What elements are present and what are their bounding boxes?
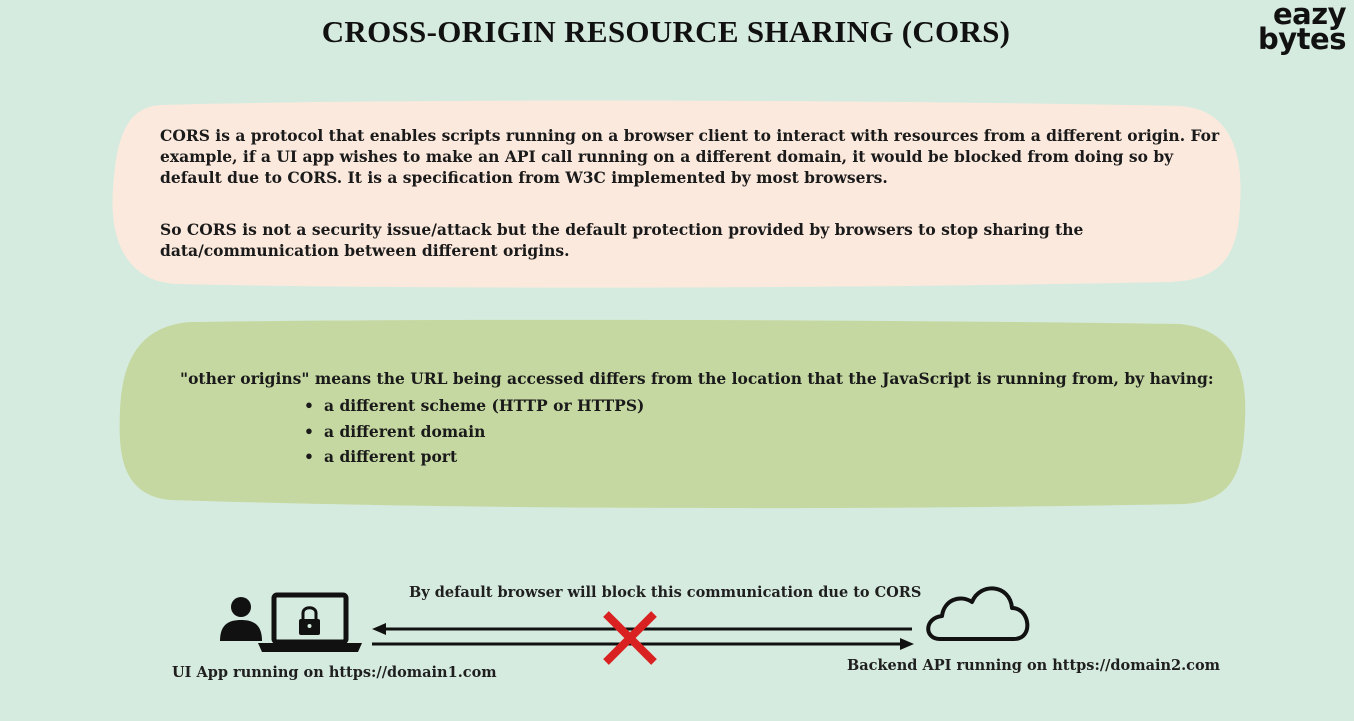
- client-label: UI App running on https://domain1.com: [172, 664, 497, 681]
- diagram-graphics: [220, 586, 1030, 665]
- logo-line1: eazy: [1272, 0, 1347, 31]
- intro-paragraph-2: So CORS is not a security issue/attack b…: [160, 220, 1084, 260]
- origins-lead-text: "other origins" means the URL being acce…: [180, 369, 1214, 388]
- logo-line2: bytes: [1258, 22, 1346, 56]
- user-icon: [220, 597, 262, 641]
- blocked-x-icon: [603, 611, 657, 665]
- intro-paragraph-1: CORS is a protocol that enables scripts …: [160, 126, 1220, 187]
- page-title: CROSS-ORIGIN RESOURCE SHARING (CORS): [321, 14, 1011, 49]
- block-message: By default browser will block this commu…: [409, 584, 922, 601]
- list-item: a different domain: [304, 419, 644, 445]
- laptop-lock-icon: [258, 592, 362, 652]
- list-item: a different scheme (HTTP or HTTPS): [304, 393, 644, 419]
- cors-diagram: By default browser will block this commu…: [0, 560, 1354, 721]
- list-item: a different port: [304, 444, 644, 470]
- cloud-icon: [926, 586, 1030, 641]
- origin-differences-list: a different scheme (HTTP or HTTPS) a dif…: [304, 393, 644, 470]
- eazybytes-logo: eazy bytes: [1258, 0, 1347, 56]
- server-label: Backend API running on https://domain2.c…: [847, 657, 1220, 674]
